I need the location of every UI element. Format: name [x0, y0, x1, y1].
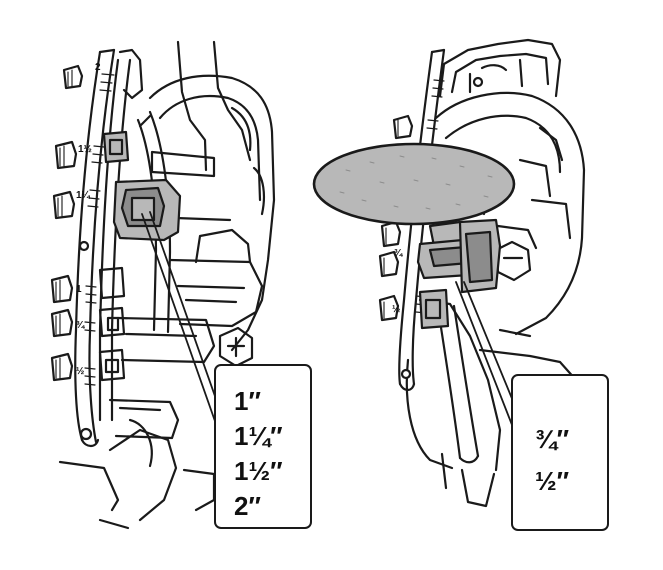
blade-guard-oval: [312, 142, 516, 226]
left-knobs: [50, 64, 93, 441]
left-scale-mark-4: 1: [76, 284, 82, 295]
right-scale-mark-1: ¾: [394, 248, 403, 259]
right-callout-line-1: ¾″: [535, 424, 570, 454]
left-stops: [98, 130, 182, 382]
blade-guard-stipple: [339, 155, 493, 210]
left-callout-line-3: 1½″: [234, 456, 283, 486]
right-callout-line-2: ½″: [535, 466, 570, 496]
right-size-callout: ¾″ ½″: [511, 374, 609, 531]
right-stops: [416, 202, 502, 330]
left-leader-lines: [141, 211, 223, 425]
left-tool-body: [58, 40, 276, 530]
right-knobs: [378, 114, 414, 322]
left-callout-line-2: 1¼″: [234, 421, 283, 451]
left-callout-line-4: 2″: [234, 491, 261, 521]
left-scale-mark-3: 1¼: [76, 190, 91, 201]
left-scale-mark-1: 2: [95, 62, 101, 73]
right-scale-mark-2: ½: [392, 304, 400, 315]
right-tool-body: [405, 38, 586, 508]
left-callout-line-1: 1″: [234, 386, 261, 416]
right-leader-lines: [455, 281, 521, 431]
left-size-callout: 1″ 1¼″ 1½″ 2″: [214, 364, 312, 529]
left-scale-mark-6: ½: [76, 366, 84, 377]
left-scale-mark-2: 1½: [78, 144, 92, 155]
left-scale-mark-5: ¾: [76, 320, 85, 331]
